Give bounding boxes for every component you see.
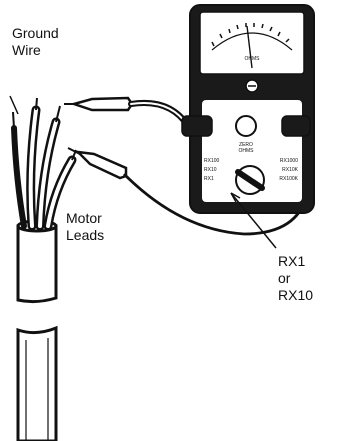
range-label-left-1: RX100 [204, 158, 220, 164]
ground-callout-line [9, 95, 19, 115]
range-callout-arrowhead [230, 192, 241, 203]
meter-lower-panel [202, 100, 302, 202]
range-label-left-3: RX1 [204, 176, 214, 182]
lower-probe-tip [67, 147, 81, 155]
motor-lead-2-tip [55, 105, 61, 123]
ground-wire-tip [12, 111, 15, 129]
lower-probe [74, 150, 128, 180]
meter-dial-text: OHMS [245, 56, 261, 62]
cable-jacket-lower [16, 325, 58, 441]
meter-scale-arc [211, 32, 293, 51]
motor-leads-label-line1: Motor [66, 210, 102, 226]
meter-dial-window [199, 11, 305, 75]
zero-ohms-knob [235, 115, 257, 137]
range-selector-pointer [235, 169, 265, 191]
ground-wire-label-line1: Ground [12, 25, 59, 41]
left-jack [181, 115, 213, 137]
motor-lead-2-highlight [38, 120, 58, 228]
range-label-left-2: RX10 [204, 167, 217, 173]
cable-jacket-upper [16, 224, 58, 304]
range-label-right-3: RX100K [279, 176, 298, 182]
ohmmeter: OHMS ZERO OHMS RX100 RX10 RX1 RX1000 RX1… [181, 4, 315, 214]
ground-wire-label-line2: Wire [12, 42, 41, 58]
range-label-line1: RX1 [278, 253, 305, 269]
range-label-right-2: RX10K [282, 167, 299, 173]
range-label-right-1: RX1000 [280, 158, 298, 164]
cable [16, 219, 58, 441]
meter-scale-ticks [211, 23, 290, 47]
meter-needle [246, 25, 253, 69]
zero-label-line2: OHMS [239, 148, 255, 154]
motor-lead-1-tip [35, 97, 38, 111]
range-label-line2: or [278, 270, 291, 286]
range-label-line3: RX10 [278, 287, 313, 303]
motor-leads-label-line2: Leads [66, 227, 104, 243]
range-callout-line [230, 192, 277, 249]
ground-wire [11, 125, 27, 229]
wires [11, 97, 77, 231]
motor-lead-1-highlight [28, 108, 38, 228]
upper-probe [69, 96, 134, 112]
right-jack [281, 115, 311, 137]
zero-label-line1: ZERO [239, 142, 253, 148]
motor-lead-3-highlight [46, 158, 74, 228]
